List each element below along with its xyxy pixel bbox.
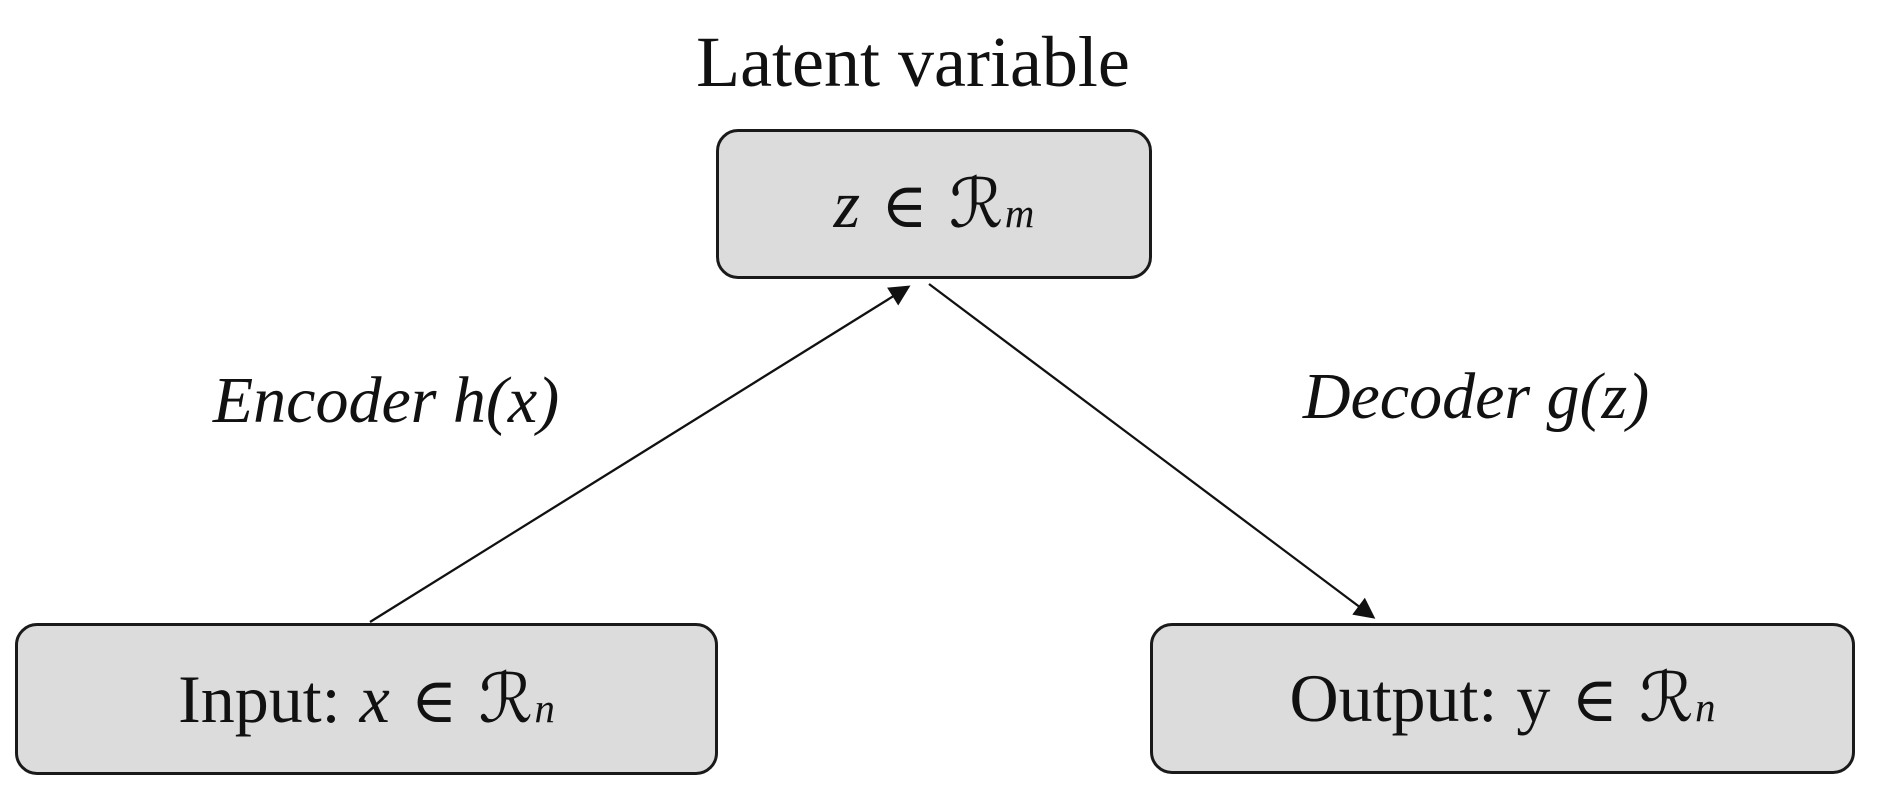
- input-node: Input: x ∈ ℛ n: [15, 623, 718, 775]
- latent-variable-title: Latent variable: [696, 22, 1130, 102]
- element-of-icon: ∈: [1571, 663, 1618, 736]
- encoder-edge-label: Encoder h(x): [212, 364, 560, 437]
- latent-node: z ∈ ℛ m: [716, 129, 1152, 279]
- output-node: Output: y ∈ ℛ n: [1150, 623, 1855, 774]
- latent-var: z: [833, 165, 861, 242]
- input-prefix: Input:: [178, 660, 341, 737]
- latent-formula: z ∈ ℛ m: [833, 164, 1035, 244]
- input-formula: Input: x ∈ ℛ n: [178, 659, 555, 739]
- encoder-arrow: [369, 285, 911, 623]
- element-of-icon: ∈: [411, 663, 458, 737]
- decoder-arrow: [928, 283, 1376, 619]
- output-prefix: Output:: [1289, 660, 1498, 736]
- real-set-symbol: ℛ: [478, 659, 533, 739]
- input-var: x: [359, 660, 390, 737]
- output-formula: Output: y ∈ ℛ n: [1289, 659, 1716, 738]
- real-set-symbol: ℛ: [1639, 659, 1694, 738]
- element-of-icon: ∈: [881, 168, 928, 242]
- output-var: y: [1516, 660, 1551, 736]
- decoder-edge-label: Decoder g(z): [1302, 360, 1650, 433]
- real-set-symbol: ℛ: [948, 164, 1004, 244]
